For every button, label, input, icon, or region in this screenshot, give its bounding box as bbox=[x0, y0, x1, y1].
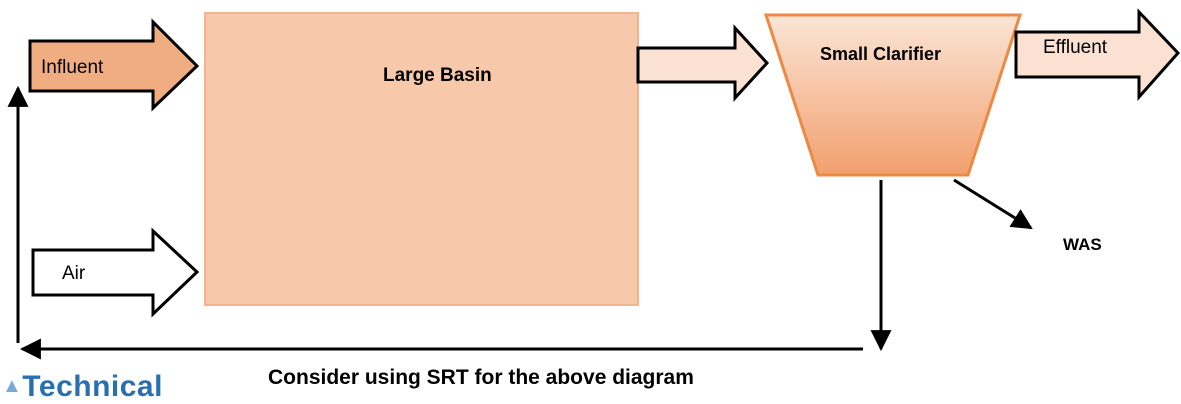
process-flow-diagram: Large Basin Influent Air Small Clarifier… bbox=[7, 8, 1181, 360]
effluent-arrow bbox=[1014, 8, 1181, 101]
air-label: Air bbox=[62, 263, 86, 284]
diagram-caption: Consider using SRT for the above diagram bbox=[268, 366, 694, 389]
influent-arrow bbox=[28, 18, 200, 112]
logo-text: Technical bbox=[22, 370, 163, 403]
effluent-label: Effluent bbox=[1043, 37, 1108, 58]
was-arrow bbox=[953, 178, 1033, 230]
technical-logo: ▲Technical bbox=[2, 370, 163, 404]
basin-outflow-arrow bbox=[636, 24, 770, 102]
small-clarifier-label: Small Clarifier bbox=[820, 44, 941, 64]
large-basin-label: Large Basin bbox=[383, 65, 492, 86]
small-clarifier bbox=[763, 13, 1023, 177]
large-basin bbox=[204, 12, 639, 306]
was-label: WAS bbox=[1063, 235, 1102, 254]
logo-triangle-icon: ▲ bbox=[2, 375, 23, 397]
influent-label: Influent bbox=[41, 57, 104, 78]
air-arrow bbox=[31, 227, 200, 318]
